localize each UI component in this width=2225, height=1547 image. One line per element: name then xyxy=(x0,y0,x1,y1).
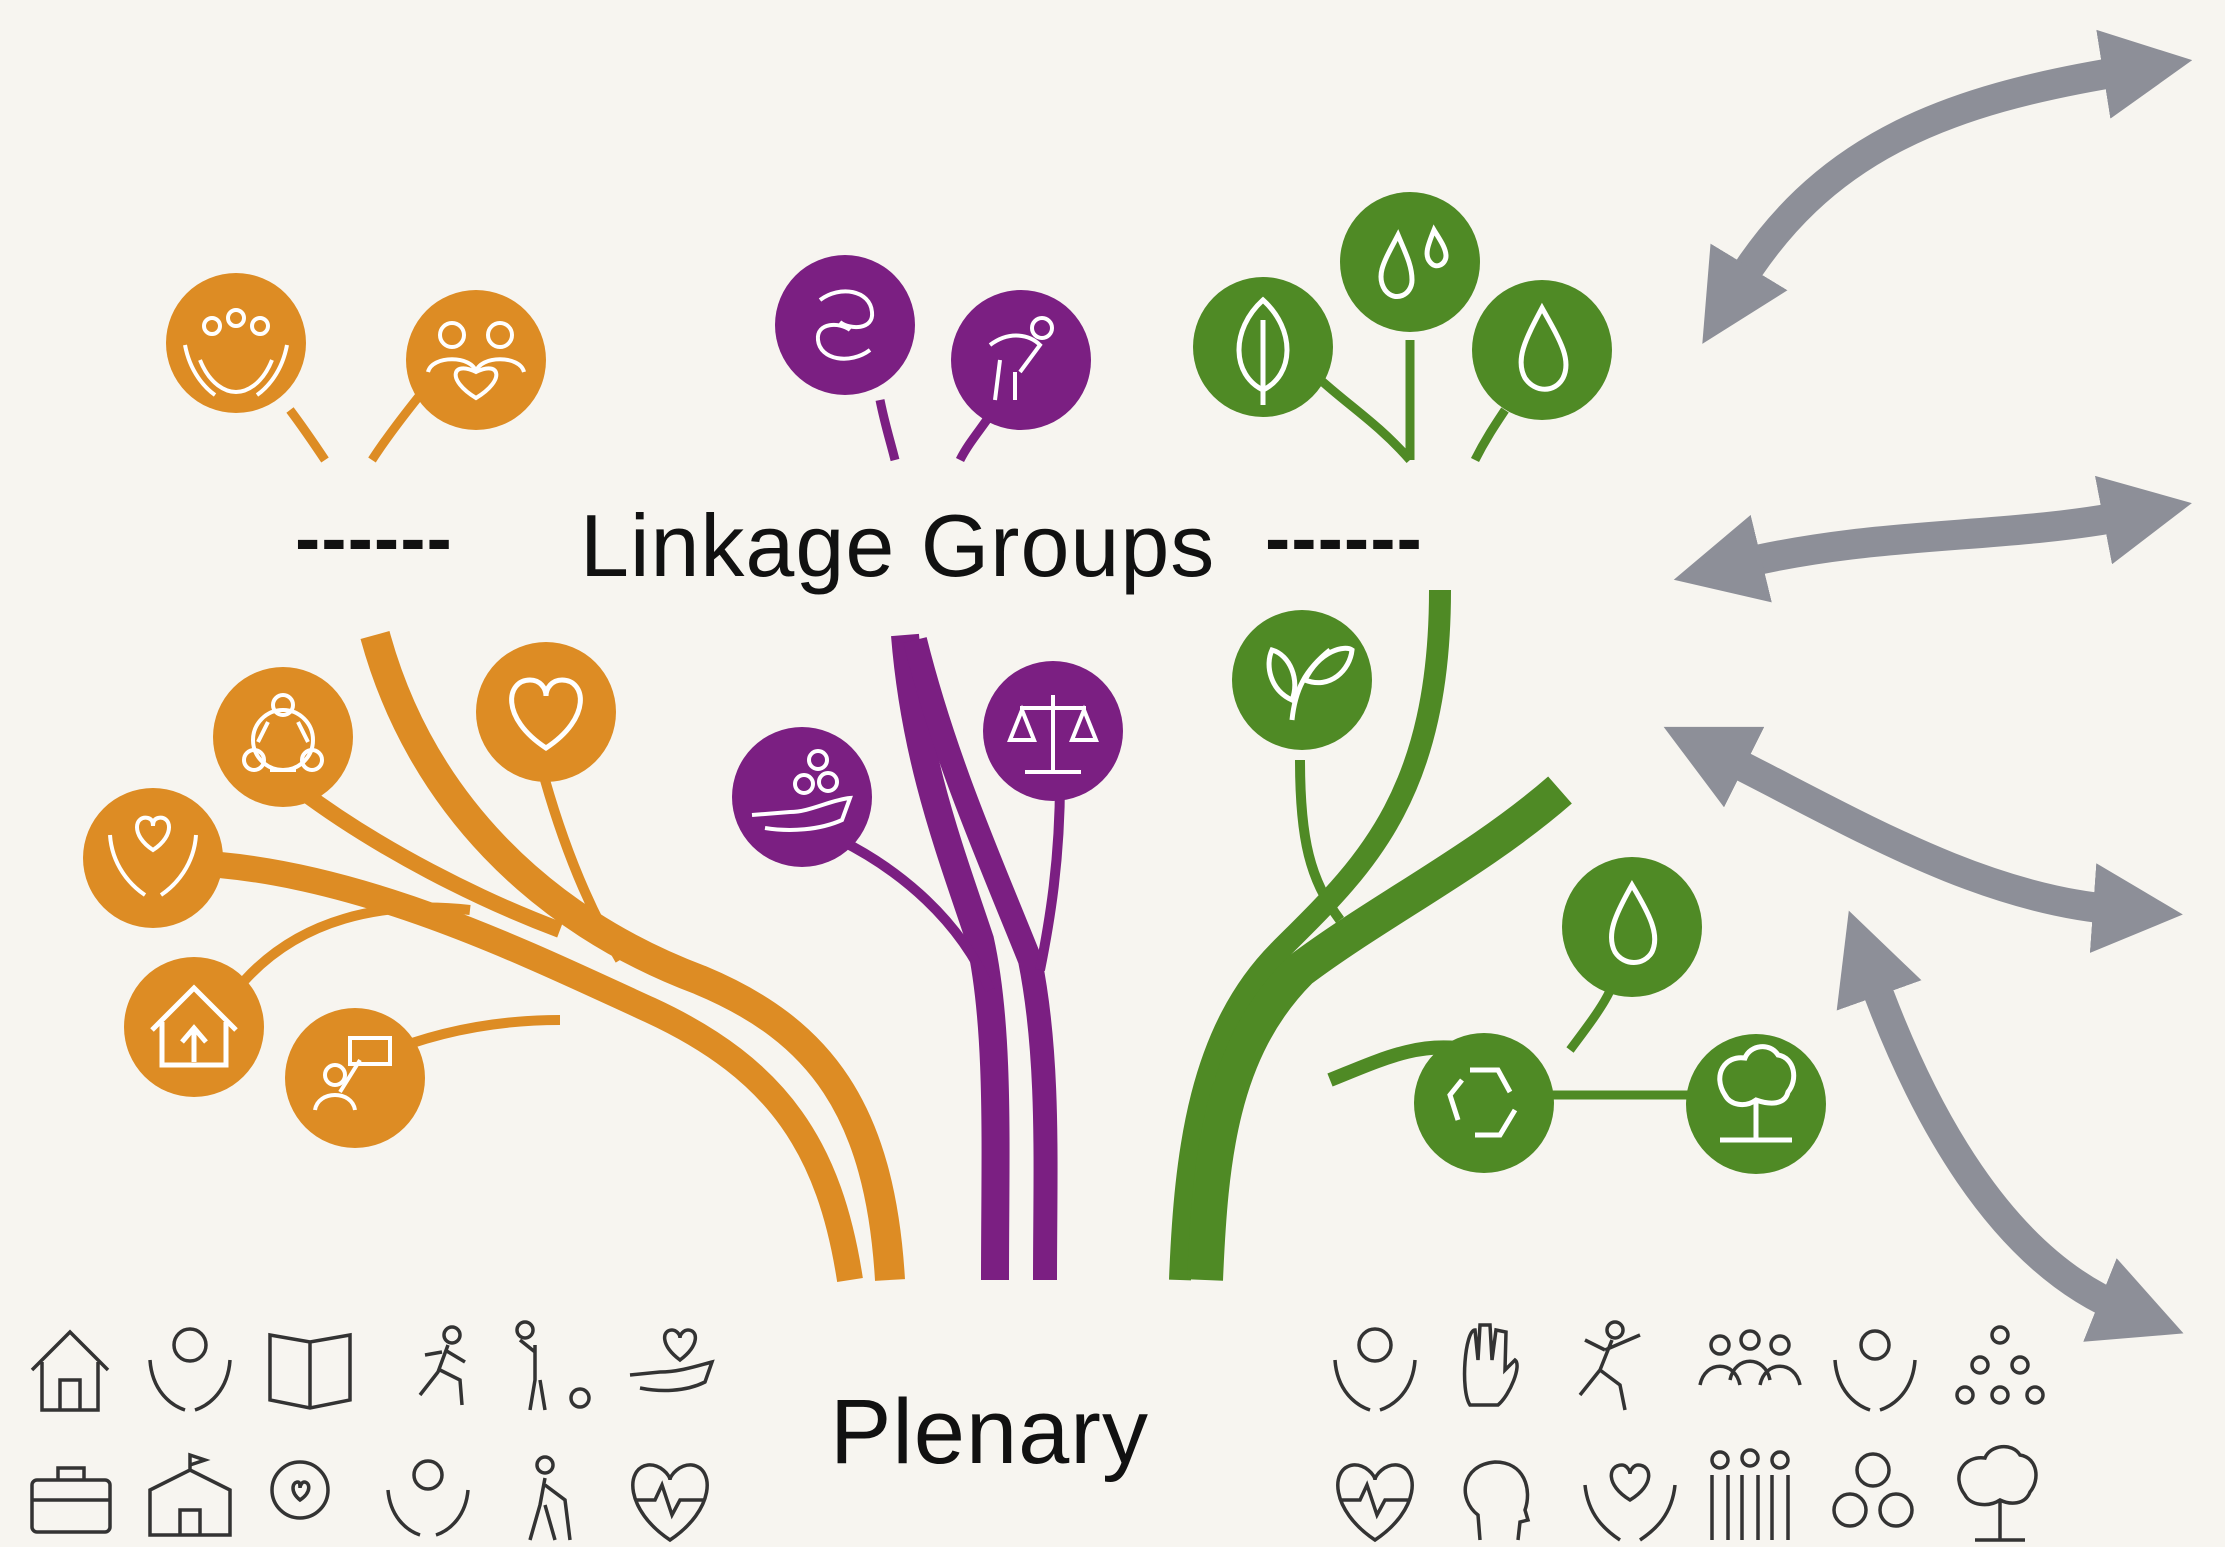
orange-trunk-inner xyxy=(218,852,863,1282)
water-drop-icon xyxy=(1472,280,1612,420)
school-building-icon xyxy=(148,1452,232,1537)
hands-heart-people-icon xyxy=(270,1460,330,1520)
icon-circles xyxy=(83,192,1826,1174)
people-heart-icon xyxy=(406,290,546,430)
hands-family-icon xyxy=(1833,1329,1917,1412)
water-drop-icon xyxy=(1562,857,1702,997)
recycle-icon xyxy=(1414,1033,1554,1173)
two-way-arrow-1 xyxy=(1702,29,2193,344)
house-icon xyxy=(30,1329,110,1412)
family-care-icon xyxy=(166,273,306,413)
heart-in-hand-icon xyxy=(629,1328,715,1393)
left-dashes: ------ xyxy=(295,496,453,581)
recycle-outline-icon xyxy=(1832,1452,1914,1528)
community-pyramid-icon xyxy=(1955,1325,2045,1405)
injury-icon xyxy=(951,290,1091,430)
diverse-people-icon xyxy=(1710,1448,1790,1540)
orange-tree xyxy=(159,392,905,1282)
care-hands-gear-icon xyxy=(386,1459,470,1537)
wellbeing-face-icon xyxy=(1333,1327,1417,1412)
two-way-arrow-3 xyxy=(1663,726,2183,953)
caring-hands-icon xyxy=(83,788,223,928)
heart-icon xyxy=(476,642,616,782)
orange-trunk-outer xyxy=(360,631,905,1281)
elderly-walker-icon xyxy=(528,1455,572,1541)
heart-hands-icon xyxy=(1583,1463,1677,1542)
tree-icon xyxy=(1686,1034,1826,1174)
two-way-arrow-2 xyxy=(1673,475,2192,603)
two-way-arrows xyxy=(1663,29,2193,1342)
heartbeat-icon xyxy=(631,1463,709,1543)
home-icon xyxy=(124,957,264,1097)
purple-tree xyxy=(837,397,1065,1281)
tree-outline-icon xyxy=(1957,1445,2038,1542)
right-dashes: ------ xyxy=(1265,496,1423,581)
hands-globe-icon xyxy=(148,1327,232,1412)
juggling-person-icon xyxy=(515,1320,591,1411)
plant-sprout-icon xyxy=(1232,610,1372,750)
jumping-person-icon xyxy=(1578,1320,1641,1411)
briefcase-icon xyxy=(30,1466,112,1534)
water-drops-icon xyxy=(1340,192,1480,332)
group-icon xyxy=(1698,1329,1802,1386)
justice-scales-icon xyxy=(983,661,1123,801)
two-way-arrow-4 xyxy=(1836,910,2184,1342)
raised-hand-icon xyxy=(1462,1323,1519,1407)
book-icon xyxy=(268,1332,352,1410)
community-group-icon xyxy=(213,667,353,807)
plenary-icons-right xyxy=(1333,1320,2045,1543)
head-profile-icon xyxy=(1463,1460,1531,1541)
plenary-label: Plenary xyxy=(830,1381,1149,1483)
heart-pulse-icon xyxy=(1336,1463,1414,1543)
running-person-icon xyxy=(418,1325,466,1406)
mental-health-icon xyxy=(775,255,915,395)
money-in-hand-icon xyxy=(732,727,872,867)
plenary-icons-left xyxy=(30,1320,715,1543)
linkage-groups-title: Linkage Groups xyxy=(580,496,1216,595)
leaf-icon xyxy=(1193,277,1333,417)
education-icon xyxy=(285,1008,425,1148)
